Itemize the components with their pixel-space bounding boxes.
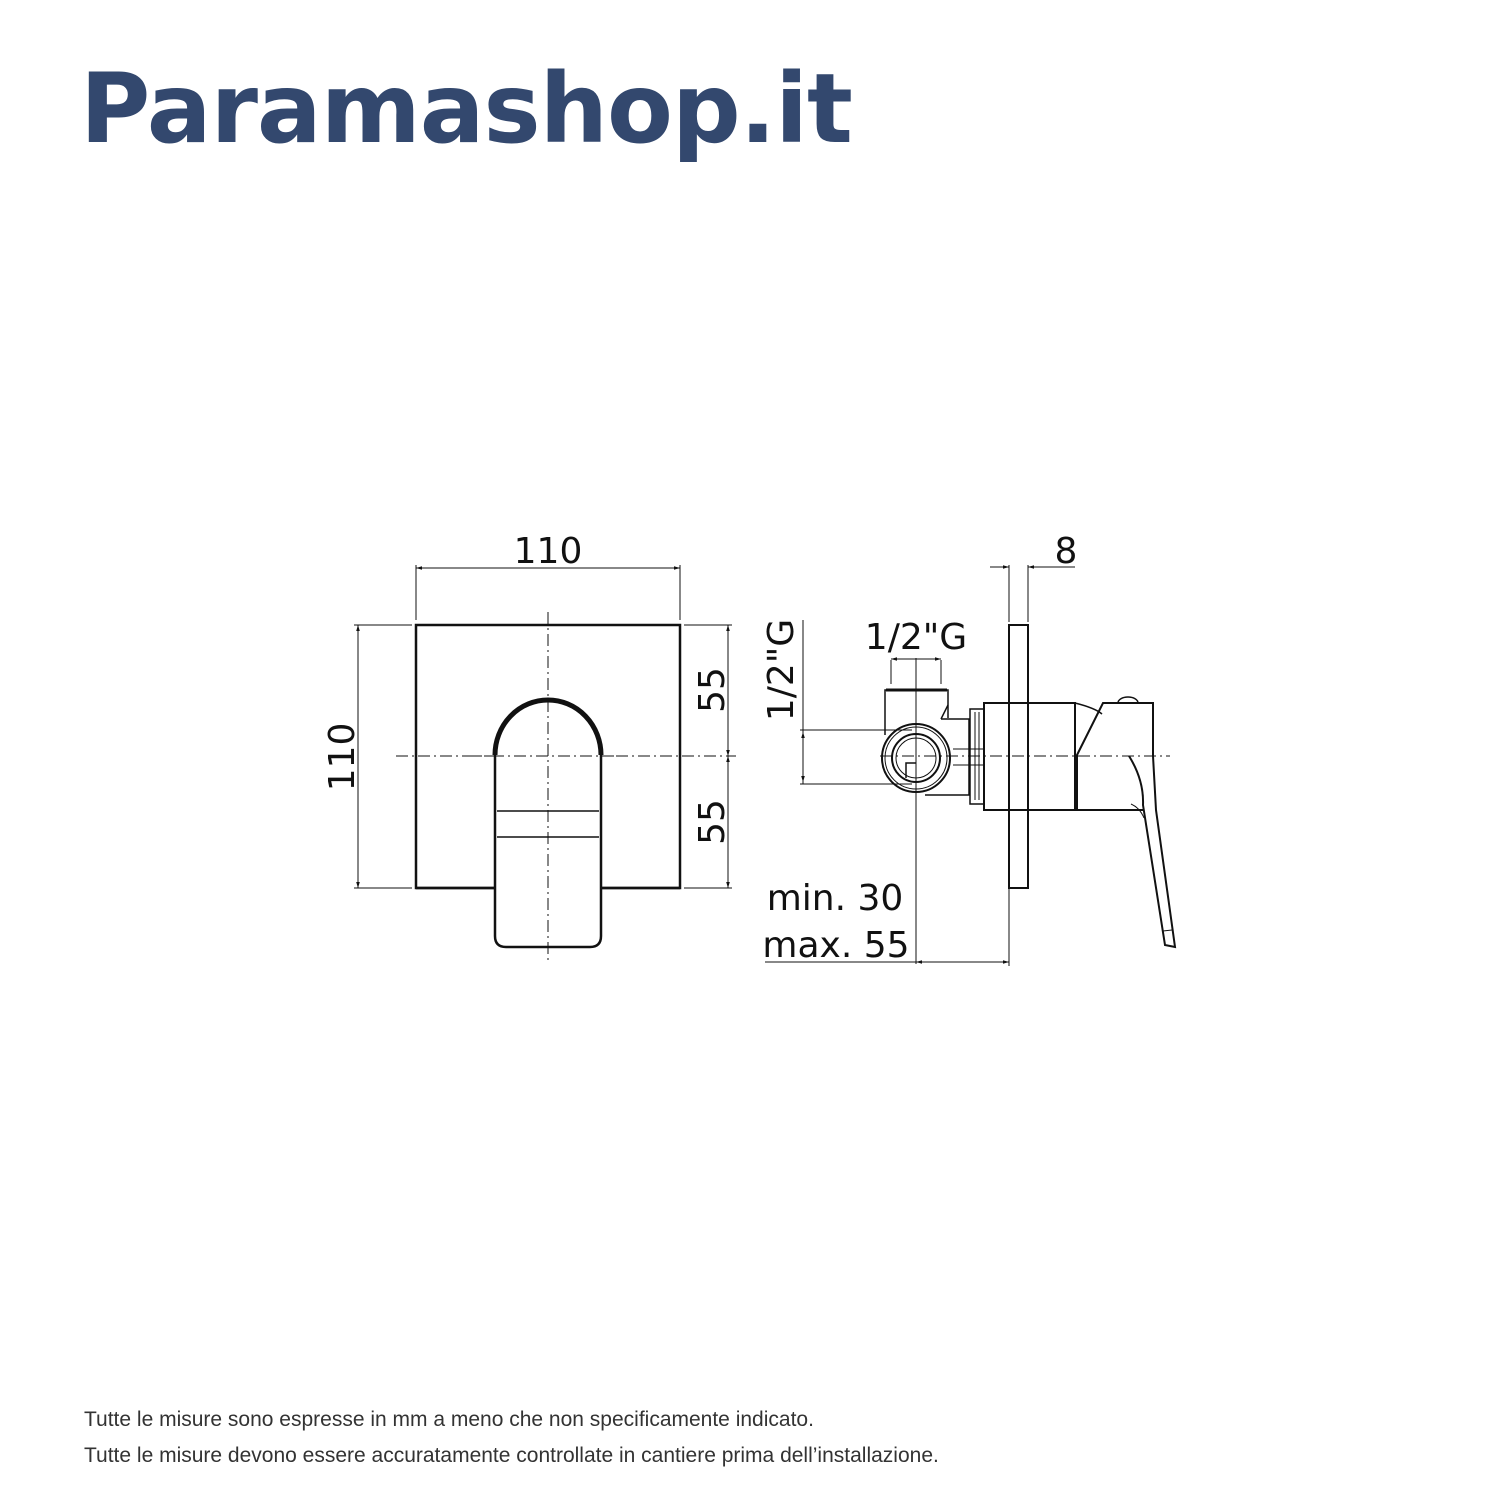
front-upper-half-label: 55: [692, 667, 733, 713]
front-height-label: 110: [322, 723, 363, 792]
top-connection-label: 1/2"G: [865, 617, 967, 658]
front-lower-half-label: 55: [692, 799, 733, 845]
front-view: [354, 565, 736, 962]
plate-thickness-label: 8: [1055, 531, 1078, 572]
brand-logo: Paramashop.it: [80, 53, 853, 165]
front-width-label: 110: [514, 531, 583, 572]
side-connection-label: 1/2"G: [761, 619, 802, 721]
depth-min-label: min. 30: [767, 878, 904, 919]
footer-notes: Tutte le misure sono espresse in mm a me…: [84, 1402, 939, 1474]
footer-note-verify: Tutte le misure devono essere accuratame…: [84, 1444, 939, 1467]
footer-note-units: Tutte le misure sono espresse in mm a me…: [84, 1408, 814, 1431]
depth-max-label: max. 55: [762, 925, 909, 966]
side-view: [765, 565, 1177, 966]
